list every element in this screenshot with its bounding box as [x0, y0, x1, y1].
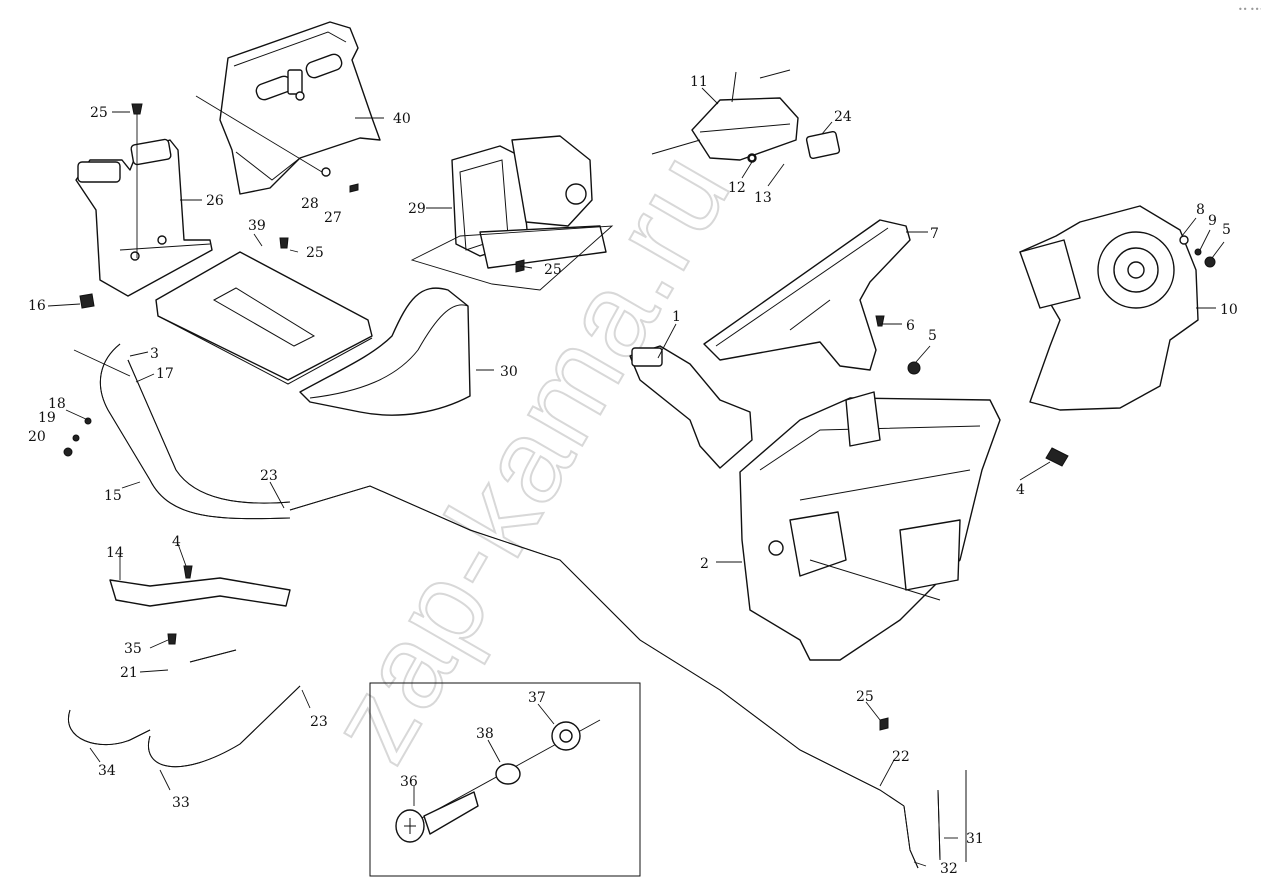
callout-5: 5 — [928, 328, 937, 344]
callout-8: 8 — [1196, 202, 1205, 218]
callout-38: 38 — [476, 726, 494, 742]
part-31-32-pipes — [903, 770, 967, 869]
callout-11: 11 — [690, 74, 708, 90]
part-30-cover — [299, 287, 471, 416]
callout-4: 4 — [1016, 482, 1025, 498]
callout-2: 2 — [700, 556, 709, 572]
callout-12: 12 — [728, 180, 746, 196]
callout-22: 22 — [892, 749, 910, 765]
callout-6: 6 — [906, 318, 915, 334]
callout-5: 5 — [1222, 222, 1231, 238]
callout-21: 21 — [120, 665, 138, 681]
part-26-floor-duct — [75, 138, 213, 297]
callout-31: 31 — [966, 831, 984, 847]
watermark-text: zap-kama.ru — [303, 130, 756, 783]
callout-20: 20 — [28, 429, 46, 445]
callout-27: 27 — [324, 210, 342, 226]
callout-9: 9 — [1208, 213, 1217, 229]
callout-7: 7 — [930, 226, 939, 242]
part-7-air-duct — [703, 219, 911, 371]
part-22-long-pipe — [289, 485, 905, 807]
part-40-duct-cover — [219, 21, 381, 195]
callout-25: 25 — [856, 689, 874, 705]
callout-23: 23 — [310, 714, 328, 730]
callouts: 25 40 26 28 27 39 25 16 3 17 18 19 20 15… — [28, 74, 1238, 877]
hoses-left — [67, 343, 301, 768]
callout-37: 37 — [528, 690, 546, 706]
callout-4: 4 — [172, 534, 181, 550]
callout-36: 36 — [400, 774, 418, 790]
callout-35: 35 — [124, 641, 142, 657]
callout-17: 17 — [156, 366, 174, 382]
callout-14: 14 — [106, 545, 124, 561]
callout-28: 28 — [301, 196, 319, 212]
callout-25: 25 — [90, 105, 108, 121]
callout-24: 24 — [834, 109, 852, 125]
callout-1: 1 — [672, 309, 681, 325]
corner-mark: •• ••• — [1238, 5, 1261, 14]
callout-30: 30 — [500, 364, 518, 380]
fasteners — [63, 103, 1216, 731]
inset-box — [369, 682, 641, 877]
callout-25: 25 — [306, 245, 324, 261]
callout-23: 23 — [260, 468, 278, 484]
callout-39: 39 — [248, 218, 266, 234]
part-29-heater-module — [410, 135, 614, 291]
callout-33: 33 — [172, 795, 190, 811]
callout-10: 10 — [1220, 302, 1238, 318]
part-2-hvac-unit — [739, 391, 1001, 661]
callout-29: 29 — [408, 201, 426, 217]
callout-15: 15 — [104, 488, 122, 504]
watermark: zap-kama.ru — [302, 129, 757, 784]
callout-13: 13 — [754, 190, 772, 206]
part-1-inlet — [629, 345, 753, 469]
callout-19: 19 — [38, 410, 56, 426]
callout-3: 3 — [150, 346, 159, 362]
callout-32: 32 — [940, 861, 958, 877]
callout-16: 16 — [28, 298, 46, 314]
part-39-pad — [155, 251, 373, 385]
callout-34: 34 — [98, 763, 116, 779]
callout-40: 40 — [393, 111, 411, 127]
part-11-control-panel — [651, 69, 841, 163]
callout-18: 18 — [48, 396, 66, 412]
part-10-blower — [1019, 205, 1199, 411]
callout-25: 25 — [544, 262, 562, 278]
callout-26: 26 — [206, 193, 224, 209]
leader-lines — [47, 87, 1225, 867]
